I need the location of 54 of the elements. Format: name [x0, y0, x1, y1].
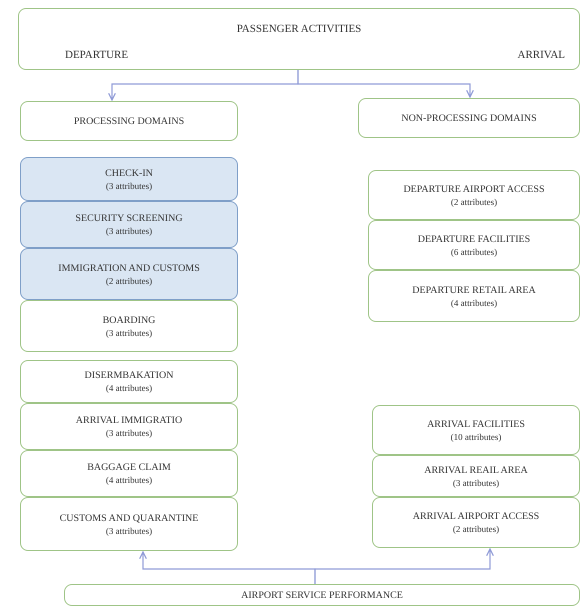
attribute-count: (3 attributes): [106, 225, 152, 237]
attribute-count: (3 attributes): [106, 524, 152, 536]
domain-name: ARRIVAL FACILITIES: [427, 418, 525, 430]
highlighted-domain-box: [20, 201, 238, 248]
domain-name: DEPARTURE FACILITIES: [418, 232, 530, 246]
box-label: DEPARTURE: [65, 48, 128, 63]
domain-name: CHECK-IN: [105, 166, 153, 180]
attribute-count: (4 attributes): [106, 474, 152, 486]
domain-box: [372, 497, 580, 548]
domain-box: [20, 403, 238, 450]
domain-name: CUSTOMS AND QUARANTINE: [60, 512, 198, 524]
attribute-count: (6 attributes): [450, 246, 498, 258]
domain-box: [372, 455, 580, 497]
attribute-count: (2 attributes): [452, 523, 500, 535]
domain-name: IMMIGRATION AND CUSTOMS: [58, 262, 200, 274]
domain-name: PROCESSING DOMAINS: [74, 114, 184, 128]
domain-box: [372, 405, 580, 455]
domain-name: AIRPORT SERVICE PERFORMANCE: [241, 588, 403, 602]
connector-arrow: [314, 548, 494, 584]
domain-name: DISERMBAKATION: [84, 369, 174, 382]
attribute-count: (2 attributes): [106, 274, 152, 286]
domain-box: [368, 220, 580, 270]
domain-box: [64, 584, 580, 606]
domain-box: [368, 270, 580, 322]
domain-box: [358, 98, 580, 138]
domain-box: [20, 360, 238, 403]
domain-name: ARRIVAL AIRPORT ACCESS: [412, 510, 540, 523]
attribute-count: (10 attributes): [450, 430, 502, 442]
domain-box: [20, 101, 238, 141]
domain-name: DEPARTURE AIRPORT ACCESS: [403, 182, 545, 196]
domain-name: DEPARTURE RETAIL AREA: [412, 284, 536, 296]
domain-name: SECURITY SCREENING: [75, 212, 183, 225]
domain-name: BOARDING: [102, 314, 156, 326]
attribute-count: (4 attributes): [106, 382, 152, 394]
attribute-count: (3 attributes): [106, 326, 152, 338]
domain-box: [20, 450, 238, 497]
connector-arrow: [297, 70, 474, 98]
category-box: [18, 8, 580, 70]
attribute-count: (3 attributes): [452, 476, 500, 488]
domain-name: NON-PROCESSING DOMAINS: [401, 112, 537, 124]
attribute-count: (4 attributes): [450, 296, 498, 308]
box-title: PASSENGER ACTIVITIES: [236, 22, 362, 37]
domain-box: [20, 300, 238, 352]
highlighted-domain-box: [20, 248, 238, 300]
box-label: ARRIVAL: [518, 48, 565, 63]
domain-name: ARRIVAL IMMIGRATIO: [76, 414, 182, 427]
attribute-count: (3 attributes): [106, 180, 152, 192]
domain-box: [20, 497, 238, 551]
domain-name: BAGGAGE CLAIM: [87, 461, 171, 474]
domain-name: ARRIVAL REAIL AREA: [424, 464, 528, 476]
highlighted-domain-box: [20, 157, 238, 201]
attribute-count: (3 attributes): [106, 427, 152, 439]
domain-box: [368, 170, 580, 220]
attribute-count: (2 attributes): [450, 196, 498, 208]
